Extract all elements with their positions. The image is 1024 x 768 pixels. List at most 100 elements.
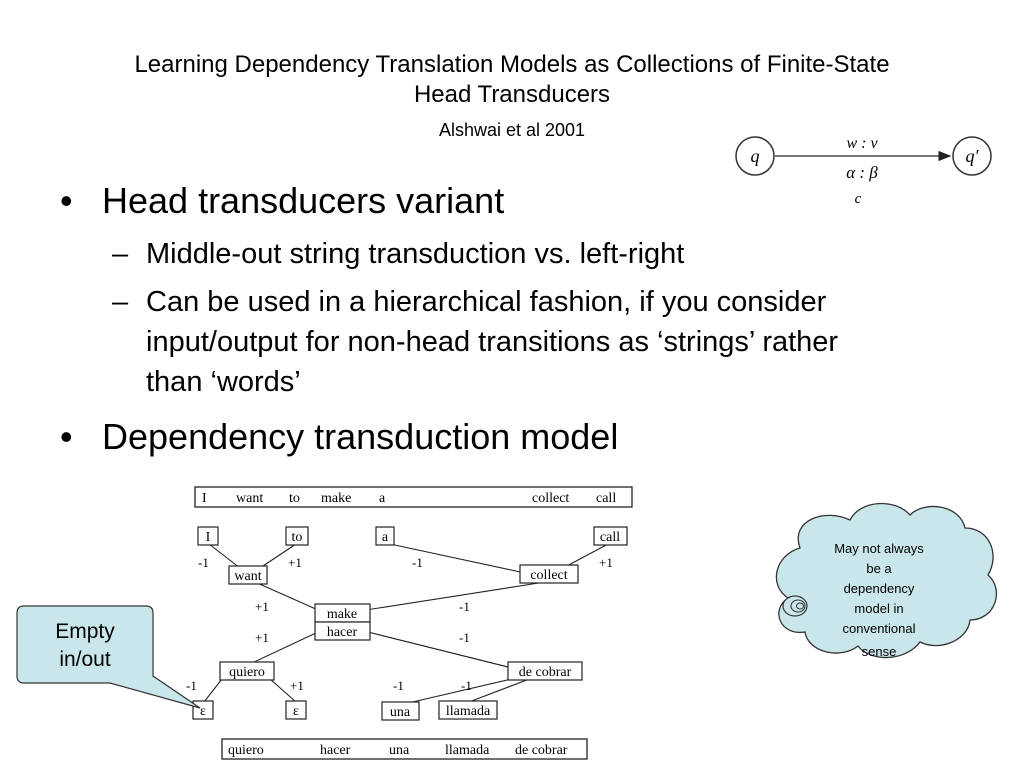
empty-in-out-callout: Empty in/out (16, 605, 201, 709)
target-word: de cobrar (515, 743, 568, 758)
callout-text-line1: Empty (55, 620, 115, 643)
sub-bullet-item: – Middle-out string transduction vs. lef… (60, 234, 990, 274)
edge-label: -1 (461, 678, 472, 693)
source-word: call (596, 491, 616, 506)
node-call: call (593, 526, 628, 546)
sub-bullet-text: input/output for non-head transitions as… (146, 326, 839, 358)
transition-label-top: w : v (846, 135, 878, 152)
edge (208, 543, 241, 569)
source-word: want (236, 491, 263, 506)
node-quiero: quiero (219, 661, 275, 681)
transducer-figure: q q′ w : v α : β c (735, 135, 992, 207)
sub-bullet-text: Can be used in a hierarchical fashion, i… (146, 286, 827, 318)
edge-label: +1 (288, 555, 302, 570)
edge-label: -1 (459, 630, 470, 645)
slide-title-line1: Learning Dependency Translation Models a… (134, 51, 890, 78)
edge-label: -1 (393, 678, 404, 693)
edge-label: +1 (255, 599, 269, 614)
node-epsilon-1: ε (192, 700, 214, 720)
node-label: call (600, 530, 620, 545)
node-label: collect (530, 568, 567, 583)
target-word: quiero (228, 743, 264, 758)
callout-shape (16, 605, 201, 709)
node-a: a (375, 526, 395, 546)
cloud-text-line: sense (862, 644, 897, 659)
edge (269, 678, 297, 703)
cloud-note: May not always be a dependency model in … (775, 502, 998, 659)
transition-label-mid: α : β (846, 163, 878, 182)
edge (389, 543, 526, 574)
target-word: llamada (445, 743, 490, 758)
edge (564, 543, 609, 568)
cloud-text-line: dependency (844, 581, 915, 596)
node-label: ε (200, 704, 206, 719)
cloud-tail-bubble (796, 602, 804, 610)
node-label: hacer (327, 625, 358, 640)
target-word: hacer (320, 743, 351, 758)
cloud-text-line: model in (854, 601, 903, 616)
slide-title-line2: Head Transducers (413, 81, 611, 108)
dependency-edges (203, 543, 609, 705)
bullet-text: Dependency transduction model (102, 416, 619, 457)
state-q-prime-label: q′ (966, 146, 980, 166)
diagram-nodes: I to a call want collect (192, 526, 628, 721)
source-word: a (379, 491, 386, 506)
bullet-icon: • (60, 416, 73, 457)
cloud-shape (775, 502, 998, 659)
edge (403, 676, 521, 705)
node-llamada: llamada (438, 700, 498, 720)
edge-label: -1 (198, 555, 209, 570)
sub-bullet-item: – Can be used in a hierarchical fashion,… (60, 282, 990, 402)
transition-label-bottom: c (855, 191, 862, 207)
dash-icon: – (112, 238, 129, 270)
source-word: to (289, 491, 300, 506)
bullet-item: • Head transducers variant (60, 178, 990, 224)
bullet-icon: • (60, 180, 73, 221)
node-label: I (206, 530, 211, 545)
node-label: make (327, 607, 357, 622)
source-sentence-box (194, 486, 633, 508)
edge-label: -1 (459, 599, 470, 614)
edge (251, 631, 319, 664)
state-q-prime-node (952, 136, 992, 176)
source-word: collect (532, 491, 569, 506)
state-q-node (735, 136, 775, 176)
slide-title: Learning Dependency Translation Models a… (0, 50, 1024, 110)
node-label: want (234, 569, 261, 584)
node-hacer: hacer (314, 621, 371, 641)
edge (254, 581, 319, 611)
edge-label: -1 (186, 678, 197, 693)
bullet-text: Head transducers variant (102, 180, 505, 221)
edge (367, 631, 513, 669)
edge-label: +1 (599, 555, 613, 570)
cloud-text-line: be a (866, 561, 892, 576)
node-epsilon-2: ε (285, 700, 307, 720)
node-label: una (390, 705, 411, 720)
target-word: una (389, 743, 410, 758)
edge-label: +1 (290, 678, 304, 693)
callout-text-line2: in/out (59, 648, 111, 671)
edge (365, 581, 546, 611)
node-de-cobrar: de cobrar (507, 661, 583, 681)
node-want: want (228, 565, 268, 585)
node-make: make (314, 603, 371, 623)
node-label: to (292, 530, 303, 545)
cloud-text-line: May not always (834, 541, 924, 556)
node-label: ε (293, 704, 299, 719)
bullet-list: • Head transducers variant – Middle-out … (60, 178, 990, 470)
sub-bullet-text: than ‘words’ (146, 366, 301, 398)
bullet-item: • Dependency transduction model (60, 414, 990, 460)
node-to: to (285, 526, 309, 546)
dependency-diagram: I want to make a collect call -1 +1 -1 +… (186, 486, 633, 760)
node-I: I (197, 526, 219, 546)
edge (203, 678, 223, 703)
source-word: I (202, 491, 207, 506)
sub-bullet-text: Middle-out string transduction vs. left-… (146, 238, 685, 270)
edge-label: -1 (412, 555, 423, 570)
slide-subtitle: Alshwai et al 2001 (438, 120, 586, 140)
node-label: llamada (446, 704, 491, 719)
node-label: de cobrar (519, 665, 572, 680)
cloud-text-line: conventional (843, 621, 916, 636)
edge (468, 677, 533, 703)
